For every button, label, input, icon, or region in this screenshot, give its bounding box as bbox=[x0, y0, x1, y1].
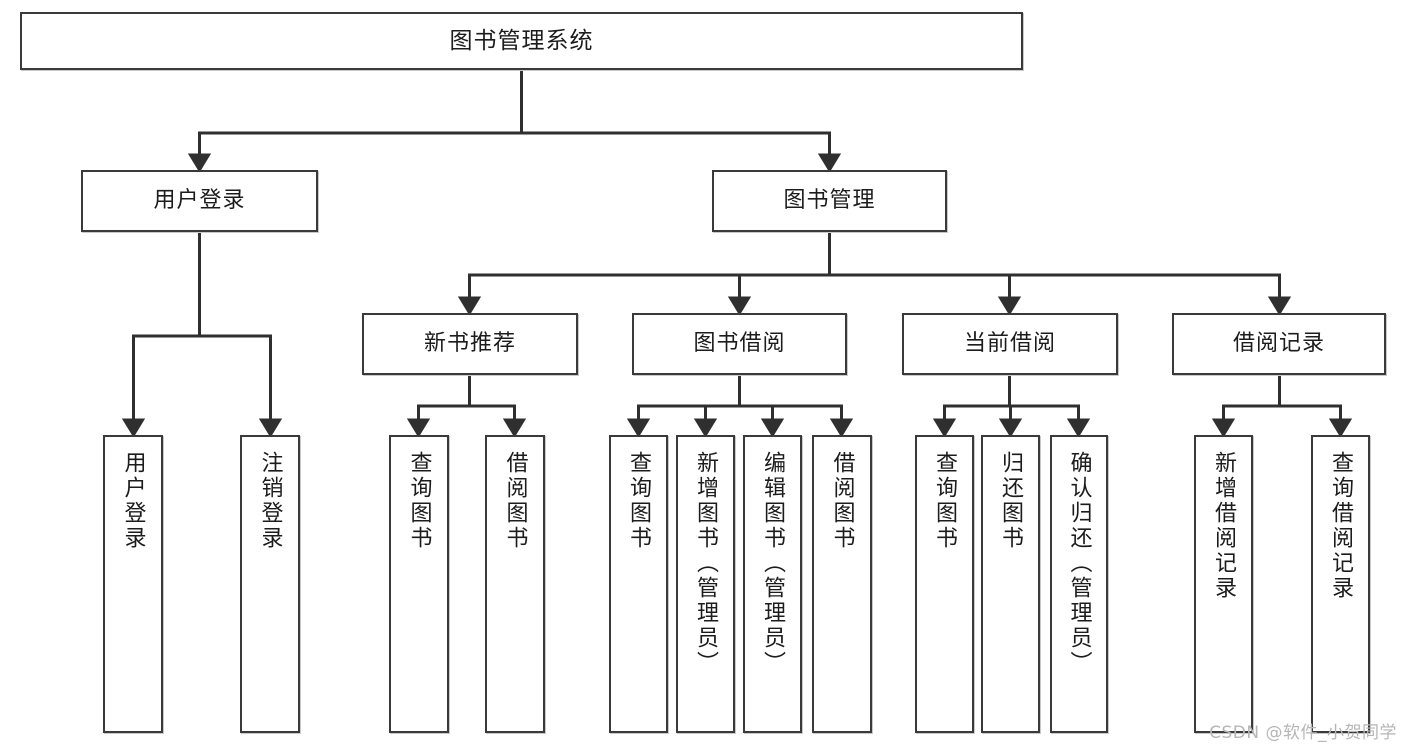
node-user-login[interactable]: 用户登录 bbox=[81, 170, 318, 232]
node-label: 编辑图书（管理员） bbox=[760, 451, 786, 676]
node-leaf-query-book-3[interactable]: 查询图书 bbox=[915, 435, 974, 733]
node-label: 用户登录 bbox=[153, 188, 246, 214]
node-label: 图书管理 bbox=[783, 188, 876, 214]
node-label: 新增图书（管理员） bbox=[693, 451, 719, 676]
node-leaf-user-login[interactable]: 用户登录 bbox=[103, 435, 163, 733]
node-leaf-borrow-book-2[interactable]: 借阅图书 bbox=[812, 435, 872, 733]
watermark: CSDN @软件_小贺同学 bbox=[1209, 723, 1397, 743]
node-leaf-add-record[interactable]: 新增借阅记录 bbox=[1194, 435, 1253, 733]
node-book-borrow[interactable]: 图书借阅 bbox=[632, 313, 847, 375]
node-leaf-return-book[interactable]: 归还图书 bbox=[981, 435, 1040, 733]
node-label: 查询图书 bbox=[932, 451, 958, 551]
node-leaf-confirm-return[interactable]: 确认归还（管理员） bbox=[1050, 435, 1108, 733]
node-leaf-edit-book[interactable]: 编辑图书（管理员） bbox=[743, 435, 802, 733]
node-leaf-query-book-1[interactable]: 查询图书 bbox=[389, 435, 449, 733]
node-label: 确认归还（管理员） bbox=[1066, 451, 1092, 676]
node-label: 新书推荐 bbox=[423, 331, 516, 357]
node-label: 图书管理系统 bbox=[449, 27, 594, 54]
node-leaf-query-book-2[interactable]: 查询图书 bbox=[609, 435, 668, 733]
node-label: 借阅记录 bbox=[1232, 331, 1325, 357]
node-label: 用户登录 bbox=[120, 451, 146, 551]
node-label: 当前借阅 bbox=[963, 331, 1056, 357]
node-leaf-add-book[interactable]: 新增图书（管理员） bbox=[676, 435, 735, 733]
node-current-borrow[interactable]: 当前借阅 bbox=[902, 313, 1118, 375]
node-label: 注销登录 bbox=[257, 451, 283, 551]
node-leaf-query-record[interactable]: 查询借阅记录 bbox=[1311, 435, 1370, 733]
node-leaf-logout[interactable]: 注销登录 bbox=[240, 435, 300, 733]
node-root-system[interactable]: 图书管理系统 bbox=[20, 12, 1023, 70]
node-label: 新增借阅记录 bbox=[1211, 451, 1237, 601]
node-label: 借阅图书 bbox=[829, 451, 855, 551]
node-label: 查询图书 bbox=[406, 451, 432, 551]
node-book-management[interactable]: 图书管理 bbox=[712, 170, 947, 232]
node-label: 图书借阅 bbox=[693, 331, 786, 357]
node-label: 归还图书 bbox=[998, 451, 1024, 551]
node-new-book-recommend[interactable]: 新书推荐 bbox=[362, 313, 578, 375]
node-leaf-borrow-book-1[interactable]: 借阅图书 bbox=[485, 435, 545, 733]
node-label: 查询借阅记录 bbox=[1328, 451, 1354, 601]
node-label: 查询图书 bbox=[626, 451, 652, 551]
node-borrow-records[interactable]: 借阅记录 bbox=[1172, 313, 1386, 375]
node-label: 借阅图书 bbox=[502, 451, 528, 551]
